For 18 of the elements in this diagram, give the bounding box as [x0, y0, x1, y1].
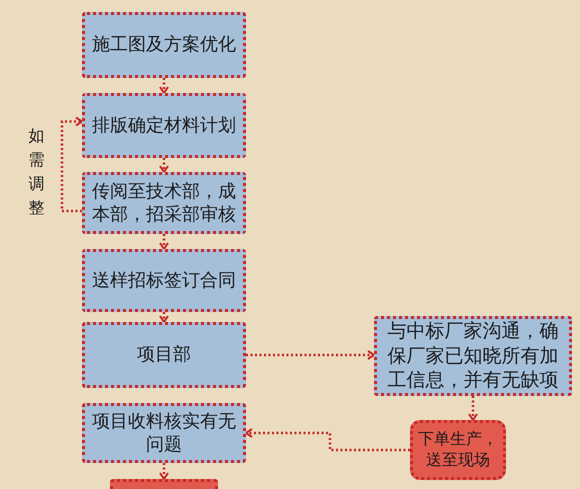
process-box: 送样招标签订合同	[82, 249, 246, 312]
arrow	[159, 234, 169, 250]
edge-label: 如需调整	[28, 125, 45, 219]
arrow	[60, 116, 83, 212]
process-box: 施工图及方案优化	[82, 12, 246, 78]
arrow	[159, 312, 169, 323]
arrow	[468, 396, 478, 421]
arrow	[159, 463, 169, 480]
process-box: 项目部	[82, 322, 246, 388]
process-box: 下单生产，送至现场	[410, 420, 506, 480]
process-box: 传阅至技术部，成本部，招采部审核	[82, 172, 246, 234]
process-box: 项目收料核实有无问题	[82, 403, 246, 463]
process-box: 与中标厂家沟通，确保厂家已知晓所有加工信息，并有无缺项	[374, 316, 572, 396]
arrow	[245, 428, 410, 452]
arrow	[159, 78, 169, 94]
arrow	[159, 158, 169, 173]
process-box: 排版确定材料计划	[82, 93, 246, 158]
arrow	[246, 350, 375, 360]
